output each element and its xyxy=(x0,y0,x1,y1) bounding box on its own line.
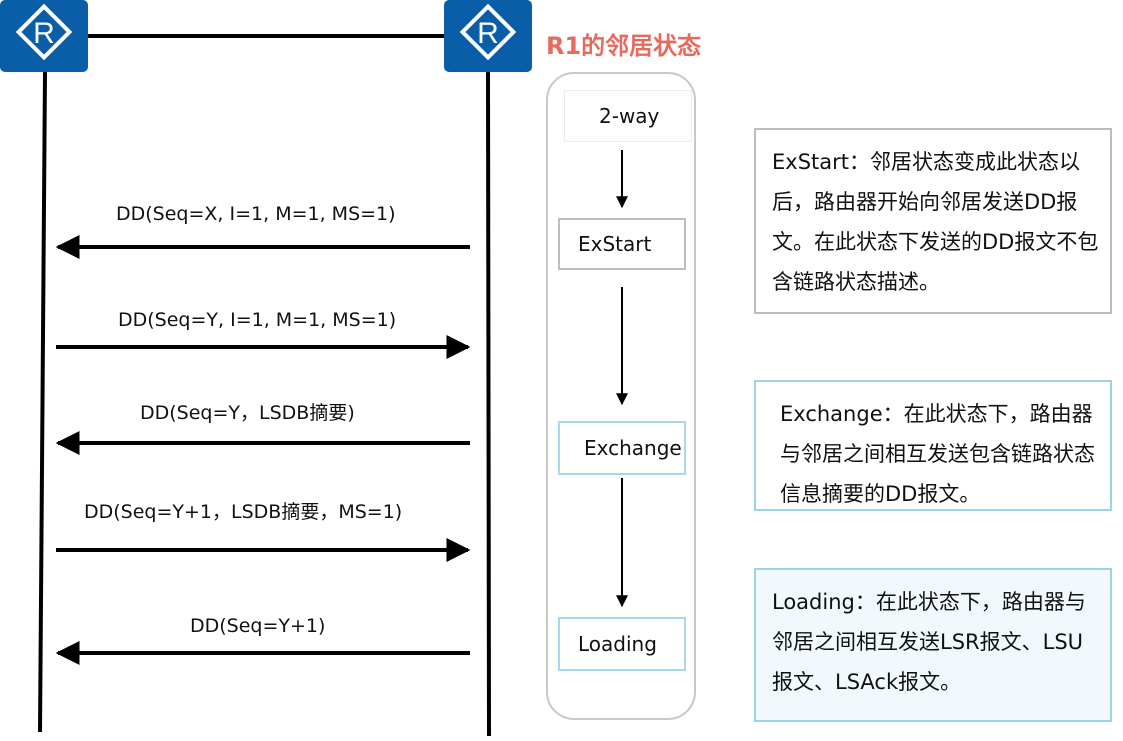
state-title: R1的邻居状态 xyxy=(546,32,702,60)
left-lifeline xyxy=(38,71,47,733)
message-label-4: DD(Seq=Y+1，LSDB摘要，MS=1) xyxy=(84,501,403,523)
svg-text:R: R xyxy=(477,17,499,50)
router-left: R xyxy=(0,0,88,72)
router-icon: R xyxy=(459,3,517,61)
router-icon: R xyxy=(15,3,73,61)
svg-text:R: R xyxy=(33,17,55,50)
state-2way: 2-way xyxy=(564,90,692,142)
state-column xyxy=(546,72,696,720)
state-loading: Loading xyxy=(558,617,686,671)
description-exchange: Exchange：在此状态下，路由器与邻居之间相互发送包含链路状态信息摘要的DD… xyxy=(754,380,1112,511)
state-exstart: ExStart xyxy=(558,218,686,270)
router-right: R xyxy=(444,0,532,72)
description-exstart: ExStart：邻居状态变成此状态以后，路由器开始向邻居发送DD报文。在此状态下… xyxy=(754,128,1112,314)
message-label-2: DD(Seq=Y, I=1, M=1, MS=1) xyxy=(118,309,397,331)
message-label-1: DD(Seq=X, I=1, M=1, MS=1) xyxy=(116,203,396,225)
description-loading: Loading：在此状态下，路由器与邻居之间相互发送LSR报文、LSU报文、LS… xyxy=(754,568,1112,722)
message-label-3: DD(Seq=Y，LSDB摘要) xyxy=(140,402,355,424)
right-lifeline xyxy=(486,71,491,737)
message-label-5: DD(Seq=Y+1) xyxy=(190,615,326,637)
state-exchange: Exchange xyxy=(558,421,686,475)
